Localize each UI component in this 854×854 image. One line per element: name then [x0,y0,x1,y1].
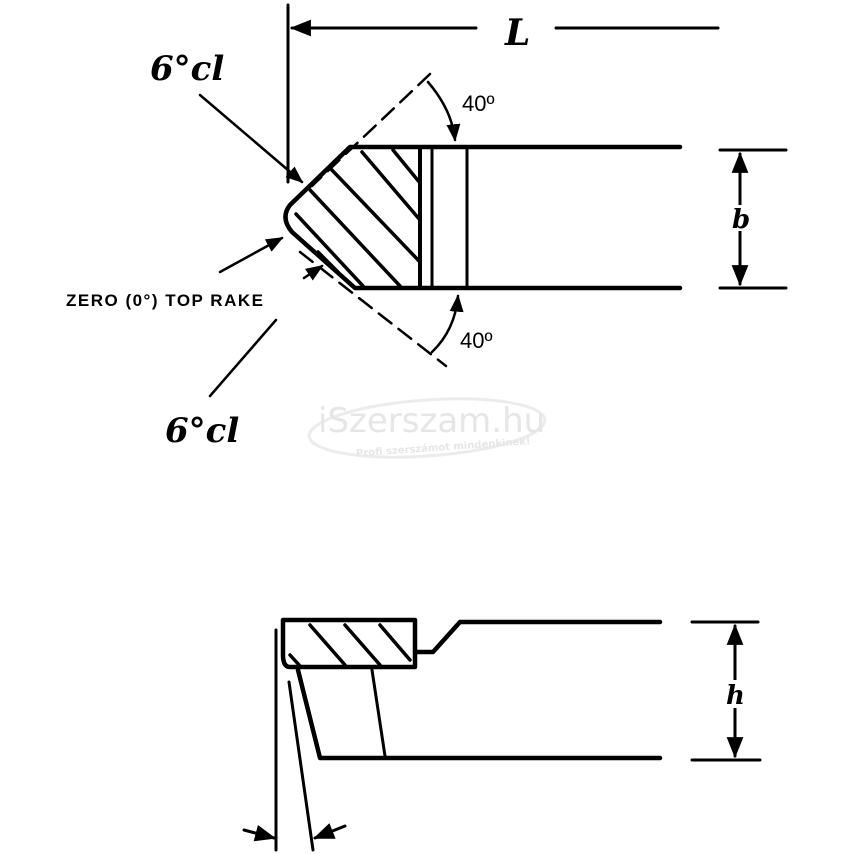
tip-outline [280,617,418,670]
carbide-hatching [288,623,412,668]
watermark-brand: iSzerszam.hu [318,401,545,441]
clearance-line [287,680,315,852]
leader-line [198,93,304,184]
top-view: L 40º 40º 6°cl 6°cl ZERO (0°) TOP RAKE [66,3,788,451]
clearance-label-bottom: 6°cl [165,411,239,451]
clearance-arrow [313,823,347,840]
watermark: iSzerszam.hu Profi szerszámot mindenkine… [307,397,547,459]
clearance-label-top: 6°cl [150,49,224,89]
rake-arrow [302,264,324,281]
clearance-arrow [242,825,277,842]
construction-line [310,72,432,188]
braze-line [370,668,387,758]
rake-label: ZERO (0°) TOP RAKE [66,291,264,310]
angle-label-bottom: 40º [460,328,493,353]
tool-outline [283,144,683,291]
side-view: h [242,617,762,852]
length-label: L [504,12,530,54]
angle-arc-bottom [430,294,464,354]
leader-line [208,318,278,398]
shank-top [412,619,663,655]
construction-line [298,250,448,368]
angle-arc-top [426,80,461,142]
carbide-hatching [294,148,422,288]
rake-arrow [218,236,284,274]
height-label: h [726,681,745,711]
angle-label-top: 40º [462,91,495,116]
width-label: b [732,205,750,235]
shank-bottom [295,667,663,761]
